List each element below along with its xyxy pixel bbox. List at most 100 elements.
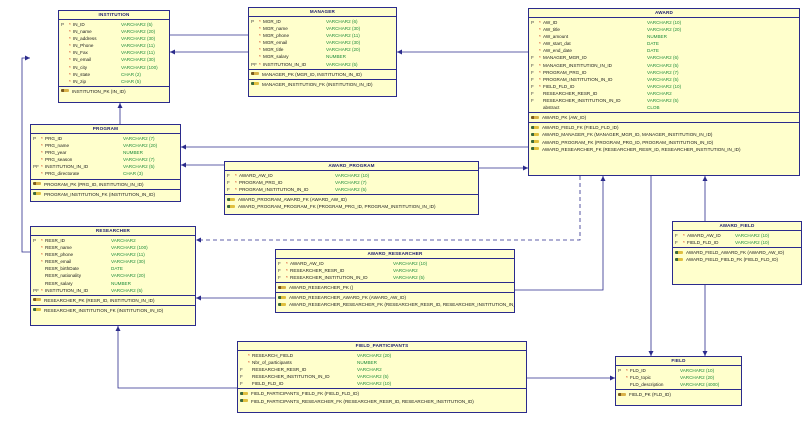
- column-name: MANAGER_INSTITUTION_IN_ID: [543, 62, 612, 68]
- column-name: INSTITUTION_IN_ID: [45, 287, 89, 293]
- foreign-key-row[interactable]: AWARD_RESEARCHER_AWARD_FK (AWARD_AW_ID): [278, 294, 512, 301]
- primary-key-row[interactable]: FIELD_PK (FLD_ID): [618, 391, 739, 398]
- foreign-key-row[interactable]: AWARD_FIELD_FK (FIELD_FLD_ID): [531, 124, 797, 131]
- foreign-key-row[interactable]: MANAGER_INSTITUTION_FK (INSTITUTION_IN_I…: [251, 81, 394, 88]
- foreign-key-row[interactable]: AWARD_PROGRAM_FK (PROGRAM_PRG_ID, PROGRA…: [531, 139, 797, 146]
- key-icon: [675, 250, 683, 254]
- column-type: VARCHAR2: [393, 268, 418, 274]
- primary-key-row[interactable]: MANAGER_PK (MGR_ID, INSTITUTION_IN_ID): [251, 71, 394, 78]
- foreign-key-row[interactable]: RESEARCHER_INSTITUTION_FK (INSTITUTION_I…: [33, 307, 193, 314]
- foreign-key-row[interactable]: AWARD_PROGRAM_PROGRAM_FK (PROGRAM_PRG_ID…: [227, 203, 476, 210]
- foreign-key-row[interactable]: PROGRAM_INSTITUTION_FK (INSTITUTION_IN_I…: [33, 191, 178, 198]
- primary-key-row[interactable]: AWARD_PK (AW_ID): [531, 114, 797, 121]
- column-name: RESR_salary: [45, 280, 73, 286]
- foreign-key-row[interactable]: FIELD_PARTICIPANTS_FIELD_FK (FIELD_FLD_I…: [240, 390, 524, 397]
- primary-key-row[interactable]: PROGRAM_PK (PRG_ID, INSTITUTION_IN_ID): [33, 181, 178, 188]
- foreign-key-row[interactable]: AWARD_MANAGER_FK (MANAGER_MGR_ID, MANAGE…: [531, 131, 797, 138]
- foreign-key-row[interactable]: AWARD_PROGRAM_AWARD_FK (AWARD_AW_ID): [227, 196, 476, 203]
- key-icon: [33, 182, 41, 186]
- column-name: MGR_email: [263, 40, 288, 46]
- foreign-key-row[interactable]: AWARD_FIELD_AWARD_FK (AWARD_AW_ID): [675, 249, 799, 256]
- column-type: VARCHAR2 (4000): [680, 382, 720, 388]
- column-key-flag: P: [531, 20, 535, 25]
- primary-key-row[interactable]: AWARD_RESEARCHER_PK (): [278, 284, 512, 291]
- foreign-key-row[interactable]: AWARD_RESEARCHER_RESEARCHER_FK (RESEARCH…: [278, 301, 514, 308]
- foreign-key-row[interactable]: AWARD_RESEARCHER_FK (RESEARCHER_RESR_ID,…: [531, 146, 797, 153]
- primary-key-row[interactable]: RESEARCHER_PK (RESR_ID, INSTITUTION_IN_I…: [33, 297, 193, 304]
- foreign-key-row[interactable]: AWARD_FIELD_FIELD_FK (FIELD_FLD_ID): [675, 256, 799, 263]
- primary-key-row[interactable]: INSTITUTION_PK (IN_ID): [61, 88, 167, 95]
- foreign-key-row[interactable]: FIELD_PARTICIPANTS_RESEARCHER_FK (RESEAR…: [240, 398, 524, 405]
